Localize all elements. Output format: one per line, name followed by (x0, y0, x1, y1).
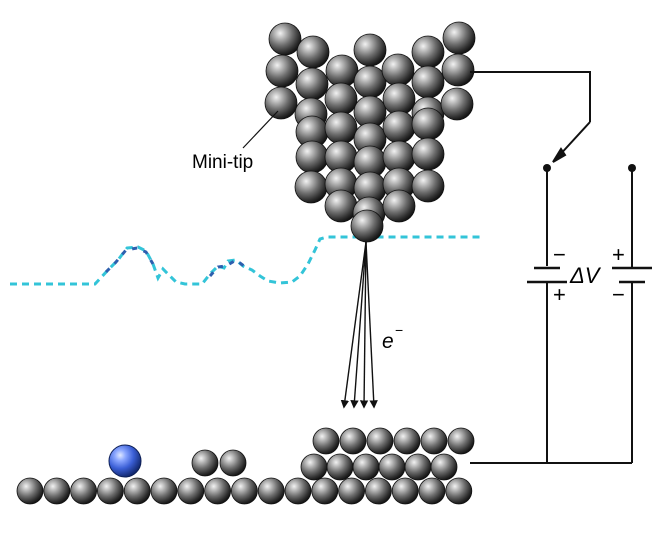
electron-arrow (350, 241, 367, 409)
battery-left-top-sign: − (553, 242, 566, 267)
atom-sphere (382, 82, 416, 116)
adatom (108, 444, 142, 478)
atom-sphere (353, 33, 387, 67)
atom-sphere (353, 65, 387, 99)
atom-sphere (364, 477, 392, 505)
scan-trace-dark (104, 246, 155, 274)
battery-icon-left (527, 266, 567, 284)
atom-sphere (445, 477, 473, 505)
atom-sphere (294, 170, 328, 204)
battery-right-top-sign: + (612, 242, 625, 267)
atom-sphere (257, 477, 285, 505)
battery-icon-right (612, 266, 652, 284)
atom-sphere (324, 82, 358, 116)
tip-wire (470, 71, 591, 122)
atom-sphere (191, 449, 219, 477)
mini-tip-label: Mini-tip (192, 152, 253, 173)
atom-sphere (219, 449, 247, 477)
atom-sphere (268, 22, 302, 56)
electron-superscript: − (395, 322, 403, 338)
atom-sphere (339, 427, 367, 455)
atom-sphere (350, 209, 384, 243)
atom-sphere (311, 477, 339, 505)
atom-sphere (381, 53, 415, 87)
atom-sphere (16, 477, 44, 505)
atom-sphere (391, 477, 419, 505)
atom-sphere (324, 111, 358, 145)
atom-sphere (441, 53, 475, 87)
atom-sphere (230, 477, 258, 505)
scan-trace-light (10, 235, 480, 286)
atom-sphere (338, 477, 366, 505)
electron-arrow (365, 241, 378, 409)
atom-sphere (300, 453, 328, 481)
atom-sphere (264, 86, 298, 120)
atom-sphere (411, 107, 445, 141)
atom-sphere (326, 453, 354, 481)
atom-sphere (324, 189, 358, 223)
atom-sphere (296, 35, 330, 69)
atom-sphere (123, 477, 151, 505)
atom-sphere (325, 54, 359, 88)
switch-contact-left (543, 164, 551, 172)
battery-left-bottom-sign: + (553, 282, 566, 307)
switch-arrowhead (552, 147, 567, 163)
circuit (470, 71, 633, 464)
atom-sphere (295, 67, 329, 101)
atom-sphere (440, 87, 474, 121)
mini-tip-leader (242, 110, 279, 149)
atom-sphere (382, 189, 416, 223)
atom-sphere (404, 453, 432, 481)
atom-sphere (442, 21, 476, 55)
battery-right-bottom-sign: − (612, 282, 625, 307)
atom-sphere (418, 477, 446, 505)
atom-sphere (265, 54, 299, 88)
atom-sphere (150, 477, 178, 505)
atom-sphere (177, 477, 205, 505)
atom-sphere (70, 477, 97, 505)
atom-sphere (411, 137, 445, 171)
atom-sphere (284, 477, 312, 505)
atom-sphere (447, 427, 475, 455)
atom-sphere (295, 140, 329, 174)
atom-sphere (204, 477, 232, 505)
atom-sphere (411, 65, 445, 99)
atom-sphere (430, 453, 458, 481)
electron-arrow (340, 241, 367, 409)
atom-sphere (352, 453, 380, 481)
electron-arrows (340, 241, 378, 409)
surface-atoms (16, 427, 475, 505)
atom-sphere (411, 169, 445, 203)
atom-sphere (382, 110, 416, 144)
atom-sphere (43, 477, 71, 505)
atom-sphere (312, 427, 340, 455)
atom-sphere (411, 35, 445, 69)
electron-arrow (359, 241, 369, 409)
atom-sphere (97, 477, 124, 505)
atom-sphere (393, 427, 421, 455)
atom-sphere (378, 453, 406, 481)
delta-v-label: ΔV (569, 263, 602, 288)
electron-label: e (382, 330, 394, 353)
atom-sphere (366, 427, 394, 455)
atom-sphere (420, 427, 448, 455)
switch-contact-right (628, 164, 636, 172)
tip-atoms (264, 21, 476, 243)
scan-trace (10, 235, 480, 286)
